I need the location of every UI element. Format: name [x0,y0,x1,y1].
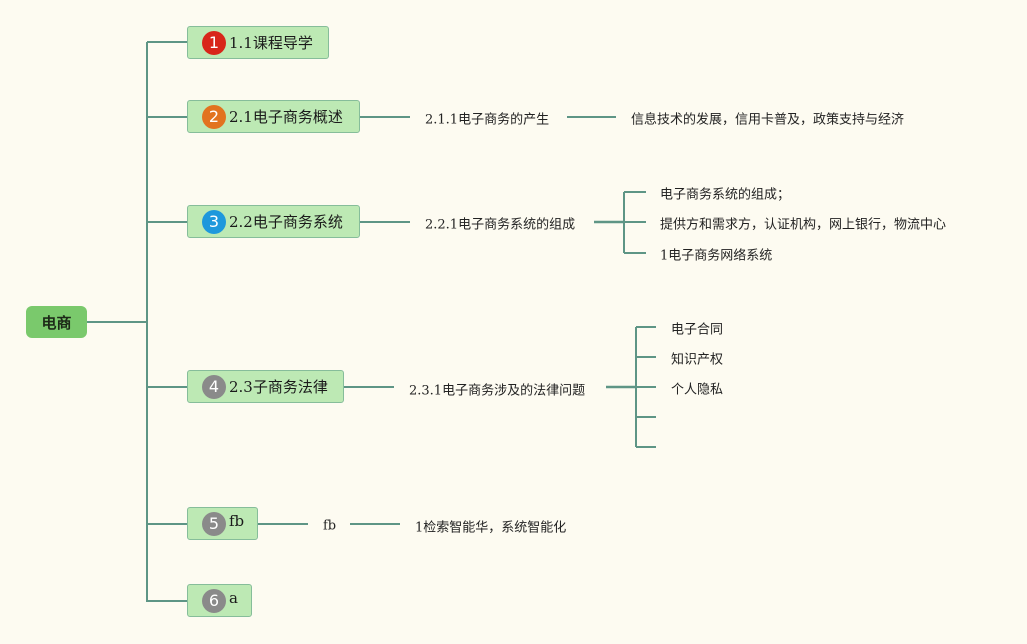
leaf-node[interactable]: 知识产权 [671,352,724,368]
topic-label: 2.2电子商务系统 [229,213,343,231]
leaf-node[interactable]: 电子合同 [671,322,724,338]
leaf-node[interactable]: 个人隐私 [671,382,724,398]
topic-node-3[interactable]: 3 2.2电子商务系统 [187,205,360,238]
priority-6-icon: 6 [202,588,226,613]
leaf-node[interactable]: 信息技术的发展，信用卡普及，政策支持与经济 [631,112,905,128]
subtopic-node[interactable]: 2.3.1电子商务涉及的法律问题 [409,383,586,399]
topic-node-1[interactable]: 1 1.1课程导学 [187,26,329,59]
priority-2-icon: 2 [202,104,226,129]
leaf-node[interactable]: 1电子商务网络系统 [660,248,773,264]
topic-node-5[interactable]: 5 fb [187,507,258,540]
subtopic-node[interactable]: fb [323,518,337,534]
topic-label: 1.1课程导学 [229,34,313,52]
leaf-node[interactable]: 电子商务系统的组成； [660,187,791,203]
topic-node-2[interactable]: 2 2.1电子商务概述 [187,100,360,133]
leaf-node[interactable]: 1检索智能华，系统智能化 [415,520,567,536]
subtopic-node[interactable]: 2.2.1电子商务系统的组成 [425,217,576,233]
root-node[interactable]: 电商 [26,306,87,338]
topic-label: 2.1电子商务概述 [229,108,343,126]
topic-node-6[interactable]: 6 a [187,584,252,617]
topic-label: fb [229,512,245,530]
subtopic-node[interactable]: 2.1.1电子商务的产生 [425,112,550,128]
priority-4-icon: 4 [202,374,226,399]
topic-node-4[interactable]: 4 2.3子商务法律 [187,370,344,403]
priority-5-icon: 5 [202,511,226,536]
priority-3-icon: 3 [202,209,226,234]
topic-label: a [229,589,238,607]
topic-label: 2.3子商务法律 [229,378,328,396]
leaf-node[interactable]: 提供方和需求方，认证机构，网上银行，物流中心 [660,217,947,233]
priority-1-icon: 1 [202,30,226,55]
